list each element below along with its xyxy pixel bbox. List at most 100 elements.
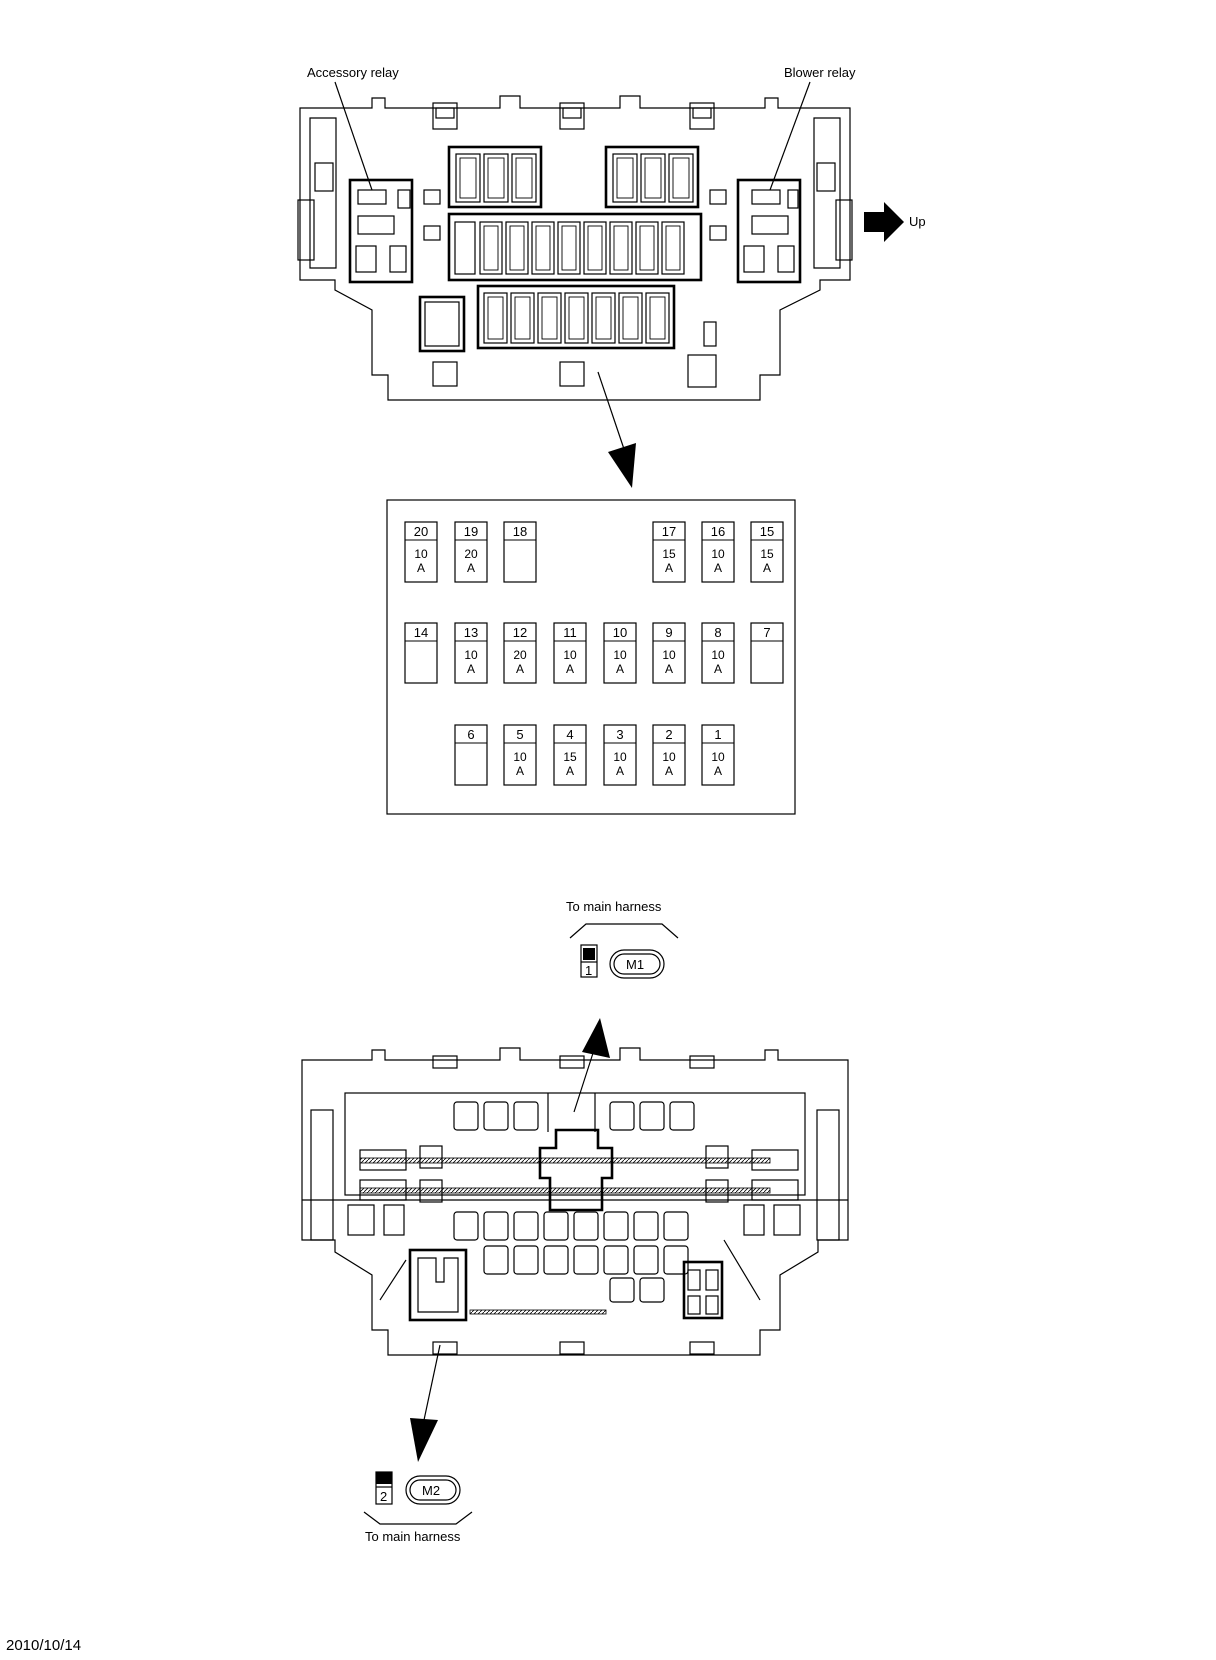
fuse-socket	[453, 1101, 479, 1131]
fuse-unit: A	[665, 662, 673, 676]
fuse-socket	[609, 1101, 635, 1131]
fuse-slot-1: 1 10A	[701, 724, 735, 786]
fuse-amperage: 10	[662, 648, 676, 662]
fuse-unit: A	[714, 561, 722, 575]
m1-arrow-head-icon	[582, 1018, 610, 1058]
detail-arrow-line	[597, 371, 626, 453]
fuse-slot-6: 6	[454, 724, 488, 786]
fuse-socket	[663, 1245, 689, 1275]
fuse-amperage: 10	[711, 750, 725, 764]
fuse-blade	[609, 221, 633, 275]
m1-pin-box	[580, 944, 598, 978]
fuse-number: 4	[566, 727, 573, 742]
fuse-unit: A	[467, 561, 475, 575]
fuse-number: 20	[414, 524, 428, 539]
m2-arrow-line	[423, 1344, 441, 1421]
fuse-unit: A	[616, 662, 624, 676]
fuse-amperage: 10	[613, 648, 627, 662]
m1-pin-number: 1	[585, 963, 592, 978]
fuse-number: 1	[714, 727, 721, 742]
rear-view-fuse-sockets	[453, 1101, 695, 1303]
fuse-amperage: 10	[464, 648, 478, 662]
m2-connector-id: M2	[422, 1483, 440, 1498]
to-main-harness-label-top: To main harness	[566, 899, 662, 914]
fuse-unit: A	[714, 764, 722, 778]
fuse-number: 19	[464, 524, 478, 539]
fuse-amperage: 20	[464, 547, 478, 561]
fuse-unit: A	[516, 764, 524, 778]
fuse-socket	[633, 1245, 659, 1275]
fuse-blade	[635, 221, 659, 275]
blower-relay-label: Blower relay	[784, 65, 856, 80]
accessory-relay-leader	[334, 81, 373, 191]
fuse-socket	[543, 1211, 569, 1241]
fuse-number: 8	[714, 625, 721, 640]
fuse-blade	[661, 221, 685, 275]
fuse-blade	[511, 153, 537, 203]
m1-connector-id: M1	[626, 957, 644, 972]
fuse-amperage: 10	[513, 750, 527, 764]
fuse-unit: A	[616, 764, 624, 778]
fuse-blade	[591, 292, 616, 344]
m2-pin-number: 2	[380, 1489, 387, 1504]
fuse-socket	[543, 1245, 569, 1275]
fuse-blade	[510, 292, 535, 344]
fuse-number: 15	[760, 524, 774, 539]
fuse-unit: A	[417, 561, 425, 575]
fuse-unit: A	[665, 764, 673, 778]
m1-pin-marker	[583, 948, 595, 960]
fuse-number: 11	[563, 625, 577, 640]
m2-pin-marker	[376, 1472, 392, 1484]
fuse-socket	[663, 1211, 689, 1241]
fuse-amperage: 10	[711, 648, 725, 662]
fuse-socket	[669, 1101, 695, 1131]
fuse-socket	[513, 1245, 539, 1275]
document-date: 2010/10/14	[6, 1637, 82, 1654]
detail-arrow-head-icon	[608, 443, 636, 488]
fuse-blade	[505, 221, 529, 275]
fuse-unit: A	[566, 662, 574, 676]
fuse-amperage: 10	[711, 547, 725, 561]
fuse-socket	[603, 1245, 629, 1275]
fuse-blade	[668, 153, 694, 203]
fuse-layout-panel	[386, 499, 796, 815]
fuse-socket	[639, 1101, 665, 1131]
fuse-amperage: 15	[760, 547, 774, 561]
m2-arrow-head-icon	[410, 1418, 438, 1462]
fuse-unit: A	[566, 764, 574, 778]
fuse-amperage: 10	[662, 750, 676, 764]
fuse-block-rear-view	[301, 1047, 849, 1356]
fuse-unit: A	[763, 561, 771, 575]
fuse-socket	[483, 1211, 509, 1241]
m1-bracket	[569, 923, 679, 939]
fuse-blade	[564, 292, 589, 344]
m2-connector-badge	[405, 1475, 461, 1505]
fuse-slot-7: 7	[750, 622, 784, 684]
fuse-number: 3	[616, 727, 623, 742]
fuse-blade	[483, 292, 508, 344]
fuse-amperage: 15	[662, 547, 676, 561]
fuse-socket	[609, 1277, 635, 1303]
fuse-socket	[513, 1211, 539, 1241]
fuse-socket	[639, 1277, 665, 1303]
fuse-slot-19: 19 20A	[454, 521, 488, 583]
to-main-harness-label-bottom: To main harness	[365, 1529, 461, 1544]
fuse-blade	[557, 221, 581, 275]
fuse-socket	[633, 1211, 659, 1241]
fuse-unit: A	[665, 561, 673, 575]
up-arrow-icon	[864, 202, 904, 242]
accessory-relay-label: Accessory relay	[307, 65, 399, 80]
fuse-amperage: 20	[513, 648, 527, 662]
fuse-socket	[483, 1101, 509, 1131]
